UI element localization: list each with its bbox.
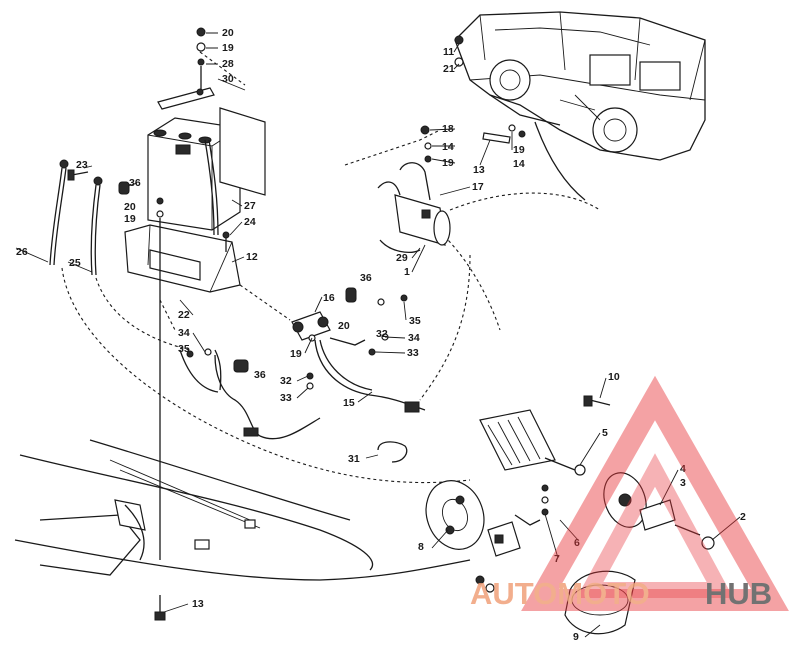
engine-block — [454, 11, 706, 161]
label-19: 19 — [442, 157, 454, 169]
label-27: 27 — [244, 200, 256, 212]
starter-small-parts — [475, 395, 611, 593]
battery-cover — [219, 107, 266, 196]
bolt-13-bottom — [154, 595, 166, 621]
label-2: 2 — [740, 511, 746, 523]
label-5: 5 — [602, 427, 608, 439]
label-1: 1 — [404, 266, 410, 278]
label-17: 17 — [472, 181, 484, 193]
chassis-frame — [14, 439, 471, 581]
relay-hardware — [420, 121, 586, 201]
label-34: 34 — [408, 332, 420, 344]
cable-27 — [204, 139, 219, 236]
label-34: 34 — [178, 327, 190, 339]
label-35: 35 — [409, 315, 421, 327]
grommet-31 — [377, 441, 408, 463]
drive-end — [603, 472, 715, 550]
label-14: 14 — [513, 158, 525, 170]
brush-holder — [487, 514, 541, 557]
watermark-text-hub: HUB — [705, 576, 772, 611]
label-19: 19 — [124, 213, 136, 225]
label-36: 36 — [129, 177, 141, 189]
label-32: 32 — [280, 375, 292, 387]
hardware-11-21 — [454, 35, 464, 67]
label-4: 4 — [680, 463, 686, 475]
label-32: 32 — [376, 328, 388, 340]
label-33: 33 — [280, 392, 292, 404]
label-35: 35 — [178, 343, 190, 355]
battery-strap — [157, 87, 215, 110]
part-labels: 20 19 28 30 23 36 20 19 27 24 26 25 12 2… — [16, 27, 746, 643]
battery-cable-positive — [90, 176, 103, 276]
label-24: 24 — [244, 216, 256, 228]
label-19: 19 — [222, 42, 234, 54]
terminal-boots — [186, 287, 408, 390]
routing-lines — [61, 51, 601, 484]
label-19: 19 — [513, 144, 525, 156]
wiring-harness — [214, 337, 426, 440]
label-leaders — [15, 32, 741, 638]
label-19: 19 — [290, 348, 302, 360]
watermark-text-main: AUTOMOTO — [470, 576, 650, 611]
label-9: 9 — [573, 631, 579, 643]
label-20: 20 — [338, 320, 350, 332]
battery-hardware — [118, 27, 230, 560]
starter-housing — [564, 570, 636, 635]
label-3: 3 — [680, 477, 686, 489]
battery-cable-negative — [49, 159, 69, 266]
label-36: 36 — [360, 272, 372, 284]
label-7: 7 — [554, 553, 560, 565]
label-15: 15 — [343, 397, 355, 409]
label-22: 22 — [178, 309, 190, 321]
bolt-23 — [67, 169, 89, 181]
label-6: 6 — [574, 537, 580, 549]
label-31: 31 — [348, 453, 360, 465]
label-30: 30 — [222, 73, 234, 85]
label-14: 14 — [442, 141, 454, 153]
starter-armature — [479, 409, 576, 471]
label-25: 25 — [69, 257, 81, 269]
label-10: 10 — [608, 371, 620, 383]
label-8: 8 — [418, 541, 424, 553]
battery-tray — [124, 224, 241, 293]
label-20: 20 — [124, 201, 136, 213]
label-33: 33 — [407, 347, 419, 359]
label-21: 21 — [443, 63, 455, 75]
watermark-triangle-inner — [576, 453, 734, 598]
label-20: 20 — [222, 27, 234, 39]
starter-relay — [377, 162, 451, 253]
label-36: 36 — [254, 369, 266, 381]
starter-solenoid — [291, 311, 331, 342]
label-28: 28 — [222, 58, 234, 70]
label-11: 11 — [443, 46, 454, 58]
label-23: 23 — [76, 159, 88, 171]
label-13: 13 — [473, 164, 485, 176]
watermark-logo: AUTOMOTO HUB — [470, 375, 789, 611]
label-13: 13 — [192, 598, 204, 610]
wire-36 — [179, 349, 249, 393]
label-26: 26 — [16, 246, 28, 258]
watermark-triangle-outer — [521, 375, 789, 611]
starter-end-cap — [425, 480, 485, 550]
label-12: 12 — [246, 251, 258, 263]
label-29: 29 — [396, 252, 408, 264]
label-16: 16 — [323, 292, 335, 304]
